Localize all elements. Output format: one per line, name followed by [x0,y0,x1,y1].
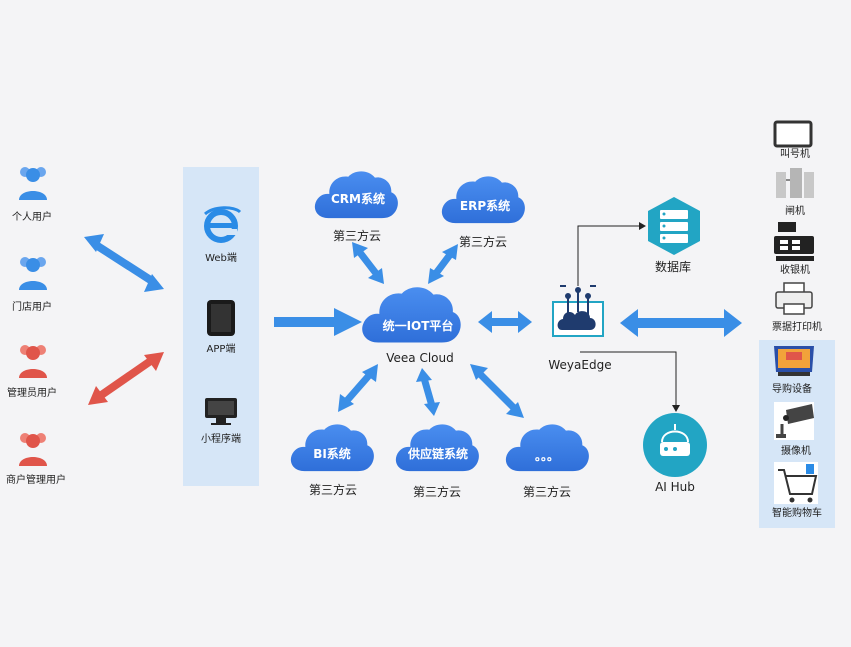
database-label: 数据库 [655,259,691,274]
device-gate: 闸机 [776,168,814,217]
cloud-title: CRM系统 [331,191,385,206]
device-cash-register: 收银机 [774,222,814,276]
cloud-name: Veea Cloud [386,351,454,365]
cloud-caption: 第三方云 [309,482,357,497]
user-group-icon [19,257,47,290]
cart-icon [774,462,818,504]
camera-icon [774,402,814,440]
crm-cloud: CRM系统 第三方云 [314,171,398,243]
device-label: 闸机 [785,204,805,217]
cloud-caption: 第三方云 [333,228,381,243]
double-arrow-supply [416,368,440,416]
user-merchant-admin: 商户管理用户 [6,433,66,486]
printer-icon [775,282,813,315]
double-arrow-erp [428,244,458,284]
kiosk-icon [774,346,814,376]
double-arrow-blue [84,234,164,292]
device-camera: 摄像机 [774,402,814,457]
cloud-caption: 第三方云 [413,484,461,499]
user-label: 商户管理用户 [6,473,66,486]
client-web: Web端 [204,206,242,264]
user-label: 个人用户 [12,210,52,223]
client-label: APP端 [207,342,236,355]
gate-icon [776,168,814,198]
cloud-link-arrows [338,242,524,418]
double-arrow-devices [620,309,742,337]
client-app: APP端 [207,300,236,355]
ai-hub-icon [643,413,707,477]
ie-browser-icon [204,206,242,243]
user-group-icon [19,433,47,466]
arrow-right [274,308,362,336]
other-cloud: 。。。 第三方云 [505,424,589,499]
edge-device-icon [552,285,604,337]
user-label: 门店用户 [12,300,52,313]
device-label: 摄像机 [781,444,811,457]
client-label: 小程序端 [201,432,241,445]
connector-ai-hub [580,351,680,412]
ai-hub-label: AI Hub [655,480,695,494]
user-personal: 个人用户 [12,167,52,223]
double-arrow-bi [338,364,378,412]
device-label: 收银机 [780,263,810,276]
edge-label: WeyaEdge [548,358,611,372]
user-label: 管理员用户 [7,386,57,399]
monitor-icon [773,120,813,148]
device-smart-cart: 智能购物车 [772,462,822,519]
user-group-icon [19,167,47,200]
double-arrow-edge [478,311,532,333]
device-label: 票据打印机 [772,320,822,333]
device-label: 导购设备 [772,382,812,395]
cloud-caption: 第三方云 [459,234,507,249]
cloud-title: BI系统 [313,446,351,461]
user-store: 门店用户 [12,257,52,313]
device-caller: 叫号机 [773,120,813,160]
weya-edge: WeyaEdge [548,285,612,372]
cloud-title: 统一IOT平台 [383,318,454,333]
double-arrow-other [470,364,524,418]
cloud-title: 。。。 [535,449,559,463]
device-label: 智能购物车 [772,506,822,519]
iot-platform-cloud: 统一IOT平台 Veea Cloud [362,287,461,365]
client-label: Web端 [205,251,237,264]
bi-cloud: BI系统 第三方云 [290,424,374,497]
supply-chain-cloud: 供应链系统 第三方云 [395,424,479,499]
double-arrow-crm [352,242,384,284]
cloud-title: 供应链系统 [407,446,468,461]
client-mini-program: 小程序端 [201,398,241,445]
cash-register-icon [774,222,814,261]
erp-cloud: ERP系统 第三方云 [441,176,525,249]
user-group-icon [19,345,47,378]
ai-hub-node: AI Hub [643,413,707,494]
database-icon [648,197,700,255]
double-arrow-red [88,352,164,405]
user-admin: 管理员用户 [7,345,57,399]
cloud-caption: 第三方云 [523,484,571,499]
database-node: 数据库 [648,197,700,274]
connector-database [577,222,646,286]
device-printer: 票据打印机 [772,282,822,333]
device-label: 叫号机 [780,147,810,160]
device-kiosk: 导购设备 [772,346,814,395]
phone-icon [207,300,235,336]
cloud-title: ERP系统 [460,198,510,213]
monitor-icon [205,398,237,425]
